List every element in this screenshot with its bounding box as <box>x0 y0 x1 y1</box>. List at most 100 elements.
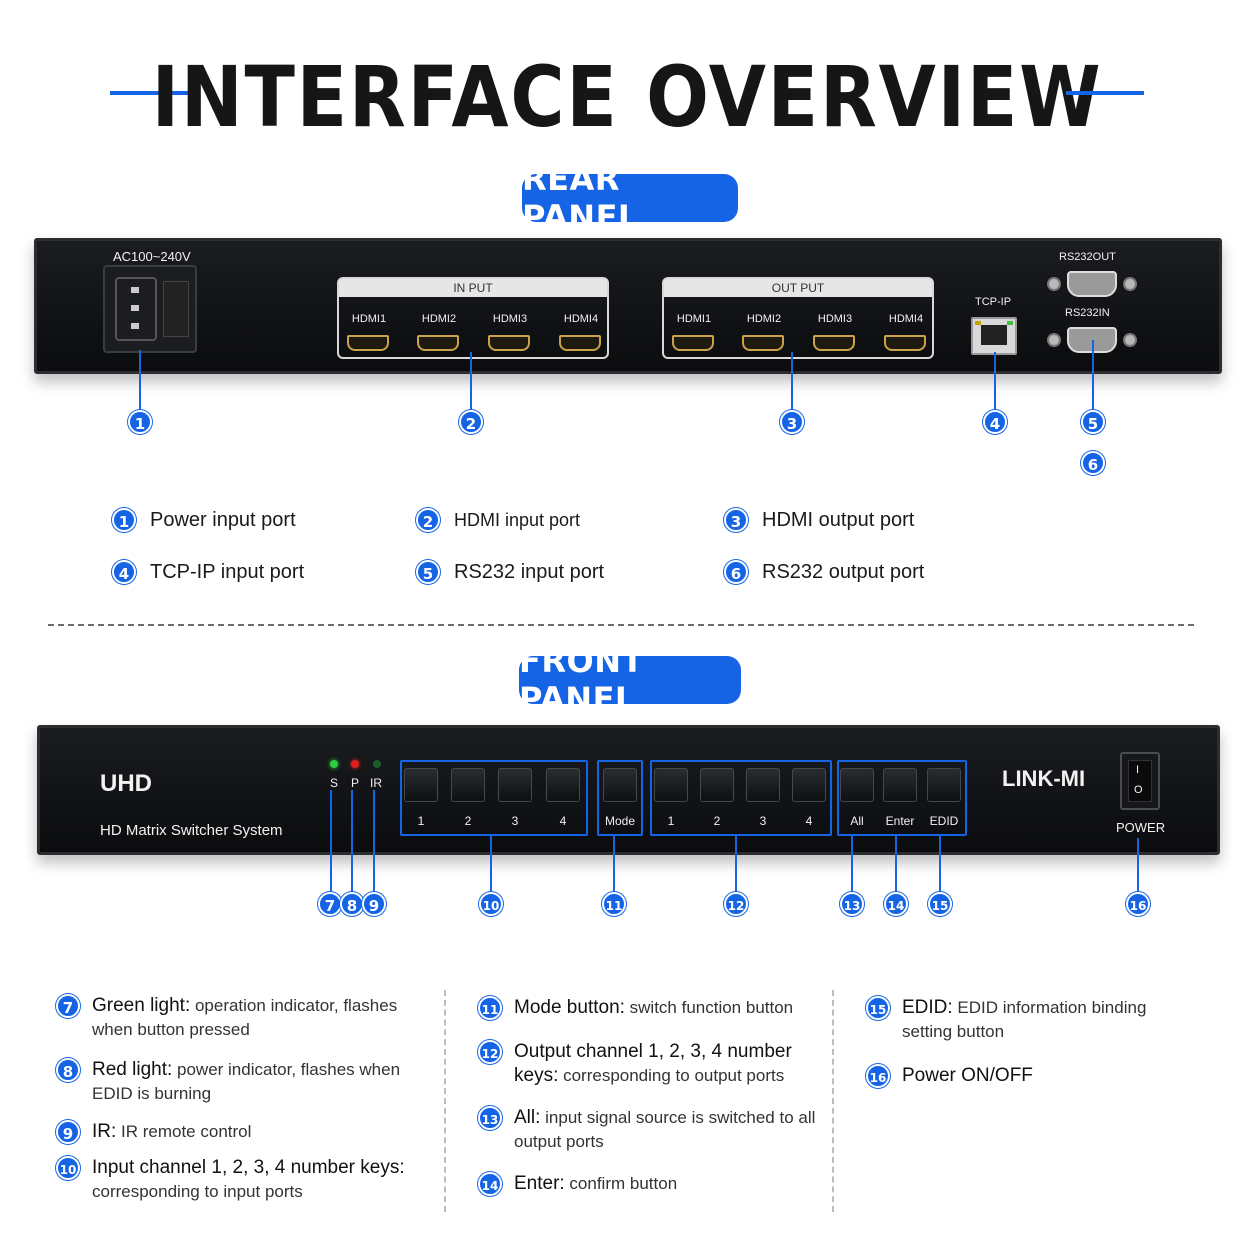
power-label: POWER <box>1116 820 1166 835</box>
callout-marker: 12 <box>724 892 748 916</box>
description-title: Power ON/OFF <box>902 1065 1033 1086</box>
legend-marker: 1 <box>112 508 136 532</box>
callout-leader <box>351 790 353 894</box>
output-port-label: HDMI3 <box>817 313 853 325</box>
input-port-label: HDMI1 <box>351 313 387 325</box>
led-icon <box>330 760 338 768</box>
callout-leader <box>470 352 472 412</box>
led-label-ir: IR <box>370 776 382 790</box>
legend-text: TCP-IP input port <box>150 560 305 583</box>
description-text: corresponding to input ports <box>92 1182 303 1201</box>
callout-leader <box>613 834 615 894</box>
callout-leader <box>791 352 793 412</box>
hdmi-port-icon <box>559 335 601 351</box>
input-group-label: IN PUT <box>339 279 607 297</box>
hdmi-port-icon <box>884 335 926 351</box>
description-text: power indicator, flashes when EDID is bu… <box>92 1060 401 1103</box>
output-key-1[interactable] <box>654 768 688 802</box>
callout-leader <box>1092 340 1094 412</box>
callout-marker: 4 <box>983 410 1007 434</box>
callout-marker: 5 <box>1081 410 1105 434</box>
callout-leader <box>735 834 737 894</box>
hdmi-port-icon <box>417 335 459 351</box>
description-text: corresponding to output ports <box>558 1066 785 1085</box>
all-key[interactable] <box>840 768 874 802</box>
led-label-s: S <box>330 776 339 790</box>
output-key-3[interactable] <box>746 768 780 802</box>
callout-marker: 7 <box>318 892 342 916</box>
legend-marker: 2 <box>416 508 440 532</box>
description-marker: 15 <box>866 996 890 1020</box>
description-title: Enter: <box>514 1173 565 1194</box>
hdmi-port-icon <box>813 335 855 351</box>
legend-item: 1 Power input port <box>112 508 296 532</box>
input-key-label: 1 <box>417 814 425 828</box>
output-key-label: 3 <box>759 814 767 828</box>
output-key-label: 1 <box>667 814 675 828</box>
mode-key[interactable] <box>603 768 637 802</box>
input-key-1[interactable] <box>404 768 438 802</box>
description-item: 7 Green light: operation indicator, flas… <box>56 994 416 1042</box>
description-item: 16 Power ON/OFF <box>866 1064 1166 1088</box>
hdmi-port-icon <box>488 335 530 351</box>
callout-leader <box>330 790 332 894</box>
enter-key[interactable] <box>883 768 917 802</box>
front-panel-device: UHD HD Matrix Switcher System S P IR 1 2… <box>37 725 1220 855</box>
legend-item: 4 TCP-IP input port <box>112 560 304 584</box>
input-key-label: 3 <box>511 814 519 828</box>
description-item: 10 Input channel 1, 2, 3, 4 number keys:… <box>56 1156 426 1204</box>
input-key-4[interactable] <box>546 768 580 802</box>
callout-leader <box>851 834 853 894</box>
callout-marker: 13 <box>840 892 864 916</box>
description-title: Red light: <box>92 1059 173 1080</box>
output-key-2[interactable] <box>700 768 734 802</box>
legend-text: HDMI output port <box>762 508 915 531</box>
description-marker: 12 <box>478 1040 502 1064</box>
led-icon <box>373 760 381 768</box>
switch-off-mark: O <box>1134 784 1143 796</box>
input-key-2[interactable] <box>451 768 485 802</box>
rs232-in-label: RS232IN <box>1065 307 1110 319</box>
edid-key-label: EDID <box>929 814 959 828</box>
db9-port-icon <box>1047 269 1137 299</box>
output-port-label: HDMI1 <box>676 313 712 325</box>
output-key-label: 4 <box>805 814 813 828</box>
legend-text: HDMI input port <box>454 509 581 530</box>
description-item: 8 Red light: power indicator, flashes wh… <box>56 1058 416 1106</box>
brand-short: UHD <box>100 770 152 797</box>
rocker-switch-icon[interactable]: I O <box>1120 752 1160 810</box>
legend-text: Power input port <box>150 508 296 531</box>
legend-text: RS232 input port <box>454 560 605 583</box>
input-key-label: 2 <box>464 814 472 828</box>
input-key-label: 4 <box>559 814 567 828</box>
hdmi-port-icon <box>742 335 784 351</box>
legend-marker: 6 <box>724 560 748 584</box>
brand-logo: LINK-MI <box>1002 766 1086 791</box>
input-key-3[interactable] <box>498 768 532 802</box>
input-port-label: HDMI2 <box>421 313 457 325</box>
output-keys-group <box>650 760 832 836</box>
callout-marker: 6 <box>1081 451 1105 475</box>
legend-item: 5 RS232 input port <box>416 560 604 584</box>
callout-leader <box>373 790 375 894</box>
rs232-out-label: RS232OUT <box>1059 251 1116 263</box>
output-port-label: HDMI2 <box>746 313 782 325</box>
description-text: confirm button <box>564 1174 678 1193</box>
mode-key-group <box>597 760 643 836</box>
description-marker: 7 <box>56 994 80 1018</box>
column-divider <box>832 990 834 1212</box>
description-item: 12 Output channel 1, 2, 3, 4 number keys… <box>478 1040 828 1088</box>
hdmi-port-icon <box>347 335 389 351</box>
edid-key[interactable] <box>927 768 961 802</box>
output-group-label: OUT PUT <box>664 279 932 297</box>
power-inlet-icon <box>103 265 197 353</box>
input-keys-group <box>400 760 588 836</box>
description-item: 9 IR: IR remote control <box>56 1120 416 1144</box>
product-name: HD Matrix Switcher System <box>100 822 283 839</box>
description-title: Output channel 1, 2, 3, 4 number keys: <box>514 1041 792 1086</box>
callout-marker: 9 <box>362 892 386 916</box>
description-item: 14 Enter: confirm button <box>478 1172 818 1196</box>
callout-leader <box>1137 838 1139 894</box>
output-key-4[interactable] <box>792 768 826 802</box>
rear-panel-heading: REAR PANEL <box>522 160 738 236</box>
